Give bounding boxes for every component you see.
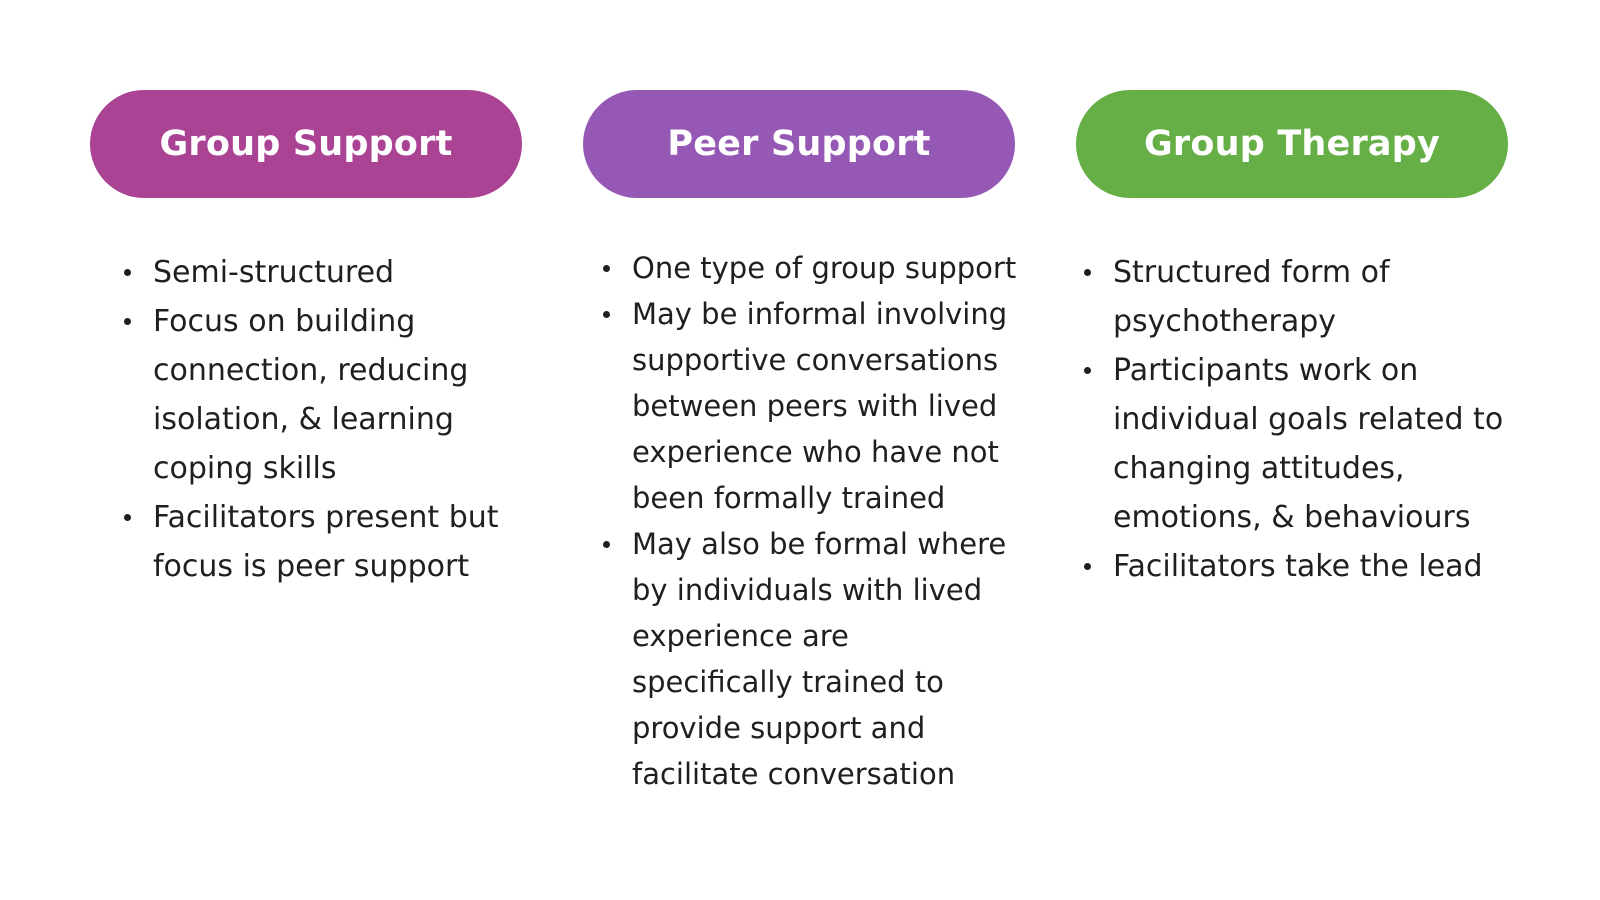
- bullet-item: Semi-structured: [119, 248, 525, 297]
- peer-support-header-pill: Peer Support: [583, 90, 1015, 198]
- group-support-column: Group Support Semi-structured Focus on b…: [90, 0, 522, 900]
- bullet-item: Facilitators present but focus is peer s…: [119, 493, 525, 591]
- bullet-item: Structured form of psychotherapy: [1079, 248, 1511, 346]
- bullet-item: May also be formal where by individuals …: [598, 521, 1018, 797]
- group-support-bullet-list: Semi-structured Focus on building connec…: [119, 248, 525, 591]
- bullet-item: May be informal involving supportive con…: [598, 291, 1018, 521]
- peer-support-bullet-list: One type of group support May be informa…: [598, 245, 1018, 797]
- group-therapy-bullet-list: Structured form of psychotherapy Partici…: [1079, 248, 1511, 591]
- group-therapy-title: Group Therapy: [1143, 124, 1441, 164]
- group-therapy-column: Group Therapy Structured form of psychot…: [1076, 0, 1508, 900]
- group-support-title: Group Support: [159, 124, 453, 164]
- bullet-item: Focus on building connection, reducing i…: [119, 297, 525, 493]
- group-therapy-header-pill: Group Therapy: [1076, 90, 1508, 198]
- group-support-header-pill: Group Support: [90, 90, 522, 198]
- bullet-item: Participants work on individual goals re…: [1079, 346, 1511, 542]
- bullet-item: One type of group support: [598, 245, 1018, 291]
- peer-support-title: Peer Support: [667, 124, 931, 164]
- bullet-item: Facilitators take the lead: [1079, 542, 1511, 591]
- peer-support-column: Peer Support One type of group support M…: [583, 0, 1018, 900]
